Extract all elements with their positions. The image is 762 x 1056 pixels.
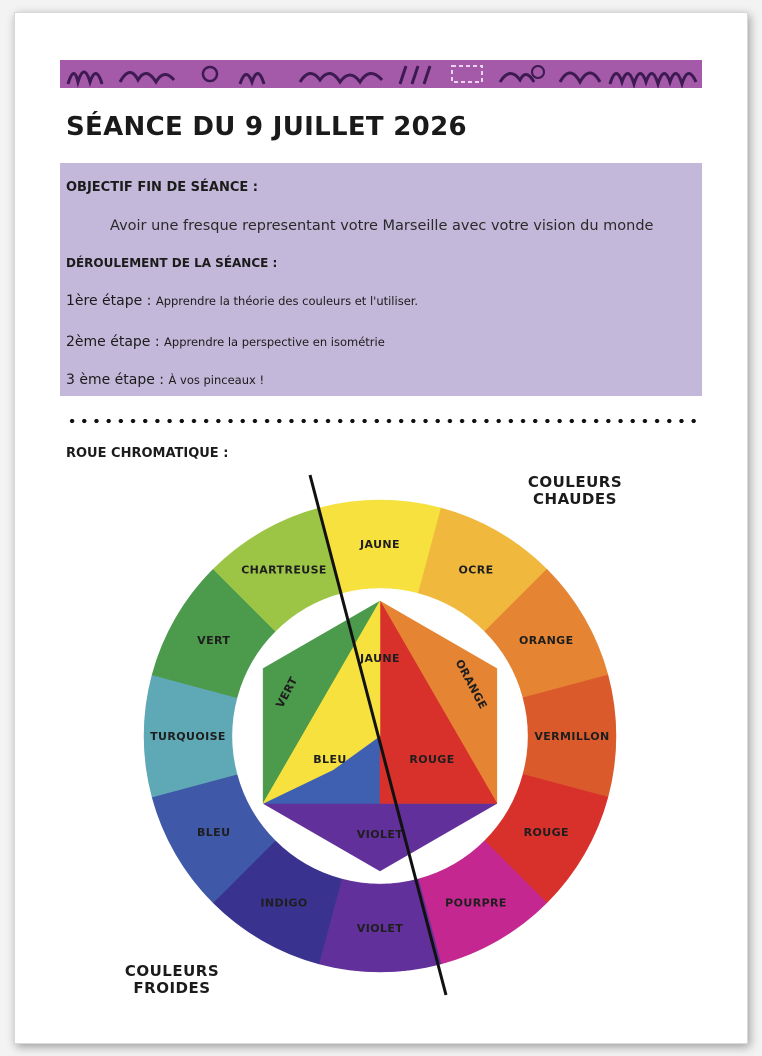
ring-label-violet: VIOLET bbox=[357, 922, 403, 935]
warm-label-line: CHAUDES bbox=[533, 490, 617, 508]
ring-label-jaune: JAUNE bbox=[359, 538, 400, 551]
deroulement-heading: DÉROULEMENT DE LA SÉANCE : bbox=[66, 256, 278, 270]
warm-cold-divider bbox=[308, 474, 448, 996]
ring-label-vert: VERT bbox=[197, 634, 230, 647]
ring-label-bleu: BLEU bbox=[197, 826, 230, 839]
step-2: 2ème étape : Apprendre la perspective en… bbox=[66, 331, 385, 350]
decorative-banner bbox=[60, 60, 702, 88]
dotted-separator bbox=[66, 418, 700, 424]
cold-label-line: FROIDES bbox=[133, 979, 211, 997]
warm-label-line: COULEURS bbox=[527, 473, 623, 491]
warm-colors-label: COULEURS CHAUDES bbox=[520, 474, 630, 508]
hex-jaune-upper bbox=[262, 600, 381, 805]
hex-label-jaune: JAUNE bbox=[359, 652, 400, 665]
step-text: À vos pinceaux ! bbox=[168, 373, 265, 387]
ring-label-vermillon: VERMILLON bbox=[534, 730, 609, 743]
hex-label-rouge: ROUGE bbox=[409, 753, 454, 766]
ring-label-ocre: OCRE bbox=[458, 564, 493, 577]
step-label: 1ère étape : bbox=[66, 293, 156, 309]
cold-colors-label: COULEURS FROIDES bbox=[104, 963, 240, 996]
info-box bbox=[60, 163, 702, 396]
page-title: SÉANCE DU 9 JUILLET 2026 bbox=[66, 112, 467, 142]
ring-label-rouge: ROUGE bbox=[524, 826, 569, 839]
ring-label-pourpre: POURPRE bbox=[445, 896, 507, 909]
step-label: 2ème étape : bbox=[66, 334, 165, 350]
objective-text: Avoir une fresque representant votre Mar… bbox=[110, 218, 654, 234]
ring-label-turquoise: TURQUOISE bbox=[150, 730, 226, 743]
objective-heading: OBJECTIF FIN DE SÉANCE : bbox=[66, 180, 258, 195]
ring-label-indigo: INDIGO bbox=[260, 896, 307, 909]
wheel-heading: ROUE CHROMATIQUE : bbox=[66, 446, 229, 461]
ring-label-chartreuse: CHARTREUSE bbox=[241, 564, 327, 577]
step-label: 3 ème étape : bbox=[66, 372, 169, 388]
step-1: 1ère étape : Apprendre la théorie des co… bbox=[66, 290, 418, 309]
cold-label-line: COULEURS bbox=[124, 963, 220, 980]
color-wheel: JAUNE OCRE ORANGE VERMILLON ROUGE POURPRE VIOL… bbox=[143, 474, 617, 996]
hex-label-bleu: BLEU bbox=[313, 753, 346, 766]
step-text: Apprendre la théorie des couleurs et l'u… bbox=[155, 294, 419, 308]
banner-pattern bbox=[60, 60, 702, 88]
step-text: Apprendre la perspective en isométrie bbox=[164, 335, 385, 349]
hex-label-violet: VIOLET bbox=[357, 828, 403, 841]
step-3: 3 ème étape : À vos pinceaux ! bbox=[66, 369, 264, 388]
ring-label-orange: ORANGE bbox=[519, 634, 573, 647]
